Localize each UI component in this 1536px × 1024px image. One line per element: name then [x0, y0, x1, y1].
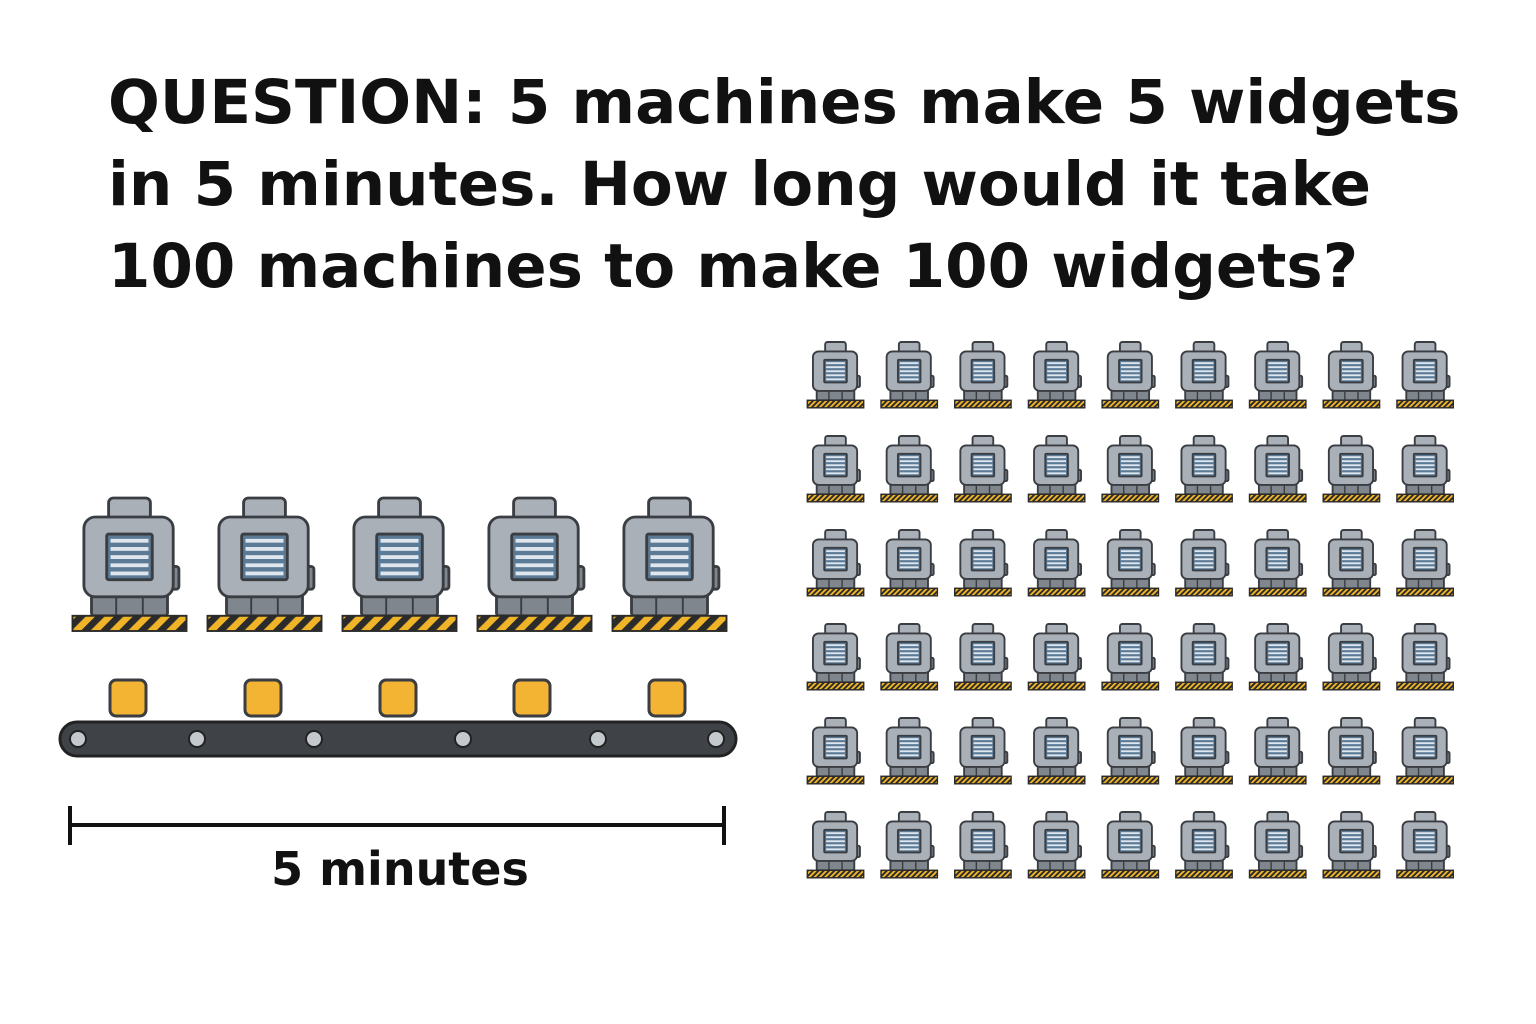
machine-icon: [953, 529, 1012, 597]
machine-icon: [1101, 341, 1160, 409]
machine-icon: [1175, 529, 1233, 597]
machine-icon: [1101, 435, 1160, 503]
machine-icon: [953, 811, 1012, 879]
widget-icon: [378, 678, 418, 718]
machine-icon: [1101, 529, 1160, 597]
machine-icon: [880, 435, 939, 503]
machine-icon: [880, 717, 939, 785]
machine-icon: [1322, 811, 1381, 879]
roller: [707, 730, 725, 748]
widget-row: [108, 678, 687, 718]
widget-icon: [647, 678, 687, 718]
machine-icon: [1322, 341, 1381, 409]
machine-icon: [1101, 811, 1160, 879]
machine-icon: [1027, 529, 1086, 597]
machine-icon: [953, 717, 1012, 785]
machine-icon: [1248, 341, 1307, 409]
machine-icon: [953, 623, 1012, 691]
five-machine-row: [71, 496, 728, 632]
conveyor-belt-icon: [58, 720, 738, 758]
machine-icon: [806, 623, 865, 691]
duration-label: 5 minutes: [271, 842, 529, 896]
machine-icon: [1396, 529, 1455, 597]
machine-icon: [1175, 623, 1233, 691]
machine-icon: [880, 341, 939, 409]
question-line-3: 100 machines to make 100 widgets?: [108, 231, 1359, 302]
machine-icon: [206, 496, 323, 632]
machine-icon: [880, 623, 939, 691]
machine-icon: [71, 496, 188, 632]
machine-icon: [806, 341, 865, 409]
machine-icon: [1175, 435, 1233, 503]
machine-icon: [806, 529, 865, 597]
machine-icon: [1396, 341, 1455, 409]
machine-icon: [1322, 623, 1381, 691]
machine-icon: [1175, 811, 1233, 879]
machine-icon: [806, 717, 865, 785]
machine-icon: [1101, 717, 1160, 785]
machine-icon: [880, 529, 939, 597]
machine-icon: [1322, 435, 1381, 503]
roller: [589, 730, 607, 748]
machine-icon: [1248, 623, 1307, 691]
belt: [58, 720, 738, 758]
machine-icon: [1322, 529, 1381, 597]
machine-icon: [953, 435, 1012, 503]
machine-icon: [1027, 811, 1086, 879]
widget-icon: [512, 678, 552, 718]
machine-icon: [1248, 811, 1307, 879]
question-line-2: in 5 minutes. How long would it take: [108, 149, 1371, 220]
machine-icon: [1027, 341, 1086, 409]
roller: [69, 730, 87, 748]
machine-icon: [611, 496, 728, 632]
machine-icon: [1248, 717, 1307, 785]
machine-icon: [1175, 717, 1233, 785]
machine-icon: [1396, 623, 1455, 691]
machine-icon: [1248, 529, 1307, 597]
question-text: QUESTION: 5 machines make 5 widgets in 5…: [108, 62, 1461, 308]
machine-icon: [953, 341, 1012, 409]
widget-icon: [108, 678, 148, 718]
question-line-1: QUESTION: 5 machines make 5 widgets: [108, 67, 1461, 138]
roller: [305, 730, 323, 748]
machine-icon: [1027, 623, 1086, 691]
roller: [188, 730, 206, 748]
machine-icon: [1175, 341, 1233, 409]
machine-grid: [806, 341, 1455, 879]
machine-icon: [1027, 435, 1086, 503]
machine-icon: [1396, 435, 1455, 503]
machine-icon: [476, 496, 593, 632]
duration-bracket: [68, 806, 726, 845]
roller: [454, 730, 472, 748]
machine-icon: [341, 496, 458, 632]
machine-icon: [1396, 717, 1455, 785]
machine-icon: [1248, 435, 1307, 503]
widget-icon: [243, 678, 283, 718]
machine-icon: [806, 435, 865, 503]
machine-icon: [806, 811, 865, 879]
machine-icon: [1027, 717, 1086, 785]
machine-icon: [1322, 717, 1381, 785]
machine-icon: [1396, 811, 1455, 879]
machine-icon: [1101, 623, 1160, 691]
machine-icon: [880, 811, 939, 879]
